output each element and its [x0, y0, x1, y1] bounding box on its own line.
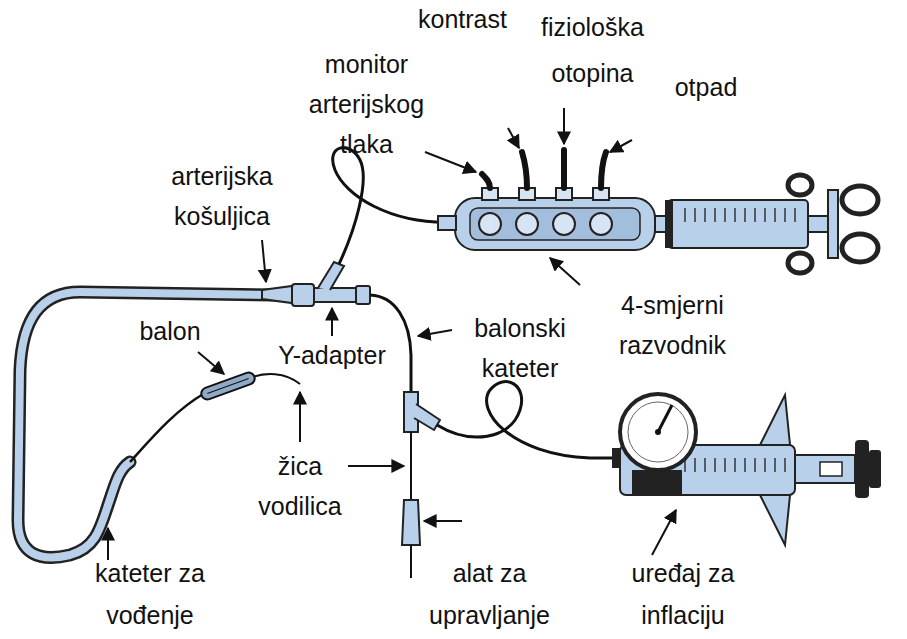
inflation-tubing	[437, 382, 615, 458]
part-label: kontrast	[400, 4, 525, 34]
part-label: uređaj za inflaciju	[608, 552, 758, 636]
leader-arrows	[108, 108, 676, 560]
part-label: fiziološka otopina	[520, 4, 665, 96]
torque-tool	[402, 500, 420, 545]
arterial-sheath	[262, 286, 292, 303]
part-label: kateter za vođenje	[70, 552, 230, 636]
balloon	[200, 371, 257, 401]
catheter-y-hub	[404, 392, 440, 432]
part-label: žica vodilica	[238, 446, 362, 526]
guide-wire	[250, 374, 300, 384]
part-label: balon	[120, 316, 220, 346]
guide-wire	[410, 545, 412, 578]
inflation-device	[612, 394, 881, 545]
part-label: otpad	[660, 72, 752, 102]
guiding-catheter	[18, 292, 275, 557]
part-label: arterijska košuljica	[152, 156, 292, 236]
y-adapter	[292, 262, 370, 306]
guide-wire	[410, 432, 412, 500]
part-label: alat za upravljanje	[412, 552, 567, 636]
manifold	[438, 150, 655, 250]
syringe	[655, 175, 878, 273]
part-label: balonski kateter	[455, 308, 585, 388]
balloon-catheter-shaft	[130, 393, 205, 462]
part-label: 4-smjerni razvodnik	[590, 285, 755, 365]
part-label: Y-adapter	[252, 340, 412, 370]
pressure-tubing	[333, 148, 455, 264]
part-label: monitor arterijskog tlaka	[294, 44, 439, 164]
